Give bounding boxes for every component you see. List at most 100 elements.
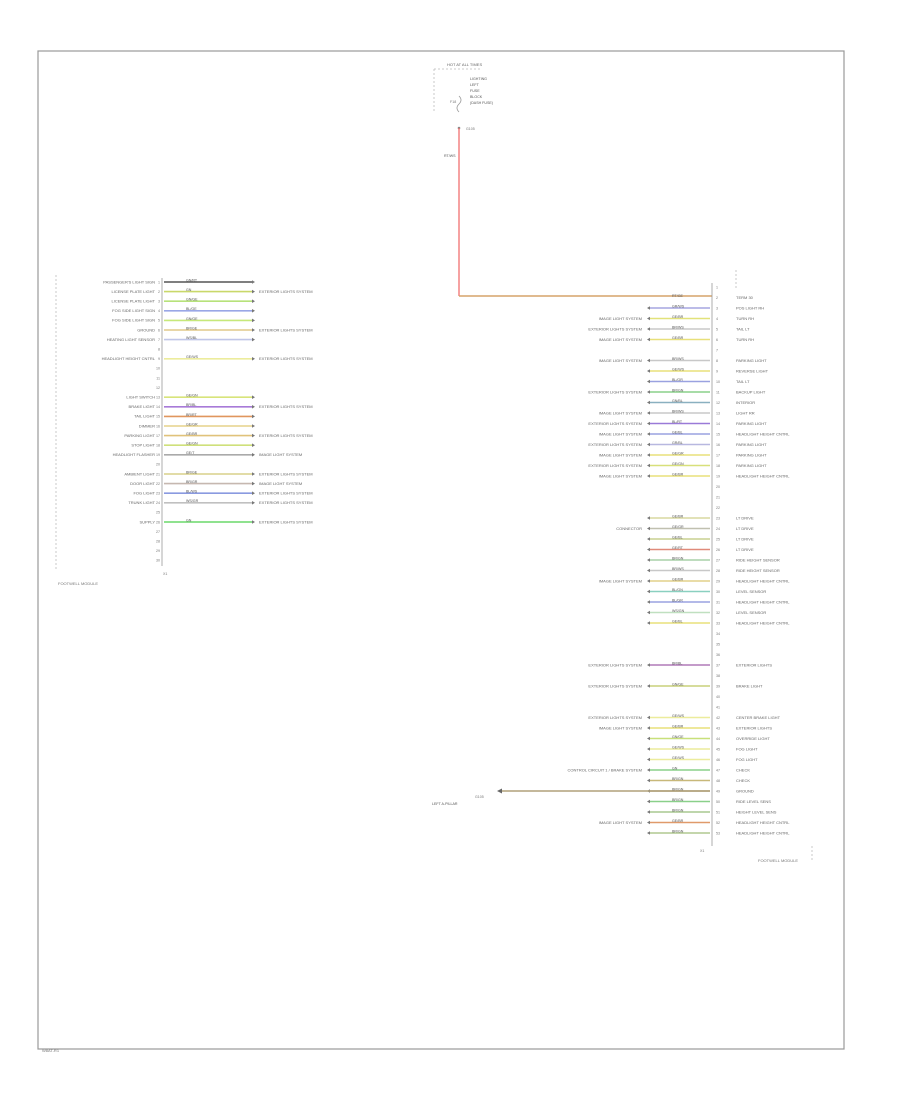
wire-color-label: GE/GR [672,451,684,455]
wire-color-label: BR/GE [186,326,198,330]
pin-number: 30 [716,590,720,594]
pin-function: HEADLIGHT FLASHER [113,452,155,457]
pin-function: TURN RH [736,337,754,342]
pin-number: 33 [716,621,720,625]
pin-number: 8 [158,348,160,352]
pin-function: BRAKE LIGHT [129,404,156,409]
wire-destination: EXTERIOR LIGHTS SYSTEM [259,404,313,409]
right-pin-row: 1 [716,285,718,289]
pin-number: 38 [716,674,720,678]
connector-arrow [647,453,650,457]
wire-source: IMAGE LIGHT SYSTEM [599,316,642,321]
wire-destination: EXTERIOR LIGHTS SYSTEM [259,289,313,294]
pin-number: 18 [156,444,160,448]
left-pin-row: 8 [158,348,160,352]
pin-number: 11 [156,376,160,380]
left-module-name: FOOTWELL MODULE [58,581,98,586]
pin-function: LEVEL SENSOR [736,589,766,594]
wire-source: EXTERIOR LIGHTS SYSTEM [588,421,642,426]
connector-arrow [647,327,650,331]
wire-color-label: BR/BL [186,403,196,407]
pin-number: 23 [156,492,160,496]
wire-color-label: GR/WS [672,304,685,308]
pin-function: CENTER BRAKE LIGHT [736,715,781,720]
wire-color-label: GE/BR [672,315,684,319]
pin-number: 3 [716,306,718,310]
pin-function: STOP LIGHT [131,443,155,448]
wire-destination: EXTERIOR LIGHTS SYSTEM [259,327,313,332]
pin-function: BRAKE LIGHT [736,683,763,688]
wire-color-label: GE/WS [186,355,199,359]
connector-arrow [252,424,255,428]
connector-arrow [252,472,255,476]
wire-color-label: GE/BR [672,819,684,823]
right-pin-row: 22 [716,506,720,510]
pin-function: LEVEL SENSOR [736,610,766,615]
pin-number: 29 [716,579,720,583]
pin-function: HEADLIGHT HEIGHT CNTRL [102,356,156,361]
wire-color-label: WS/GN [672,609,685,613]
wire-destination: IMAGE LIGHT SYSTEM [259,481,302,486]
wire-color-label: BR/GN [672,777,684,781]
connector-arrow [647,757,650,762]
pin-number: 17 [716,453,720,457]
wire-color-label: GE/WS [672,756,685,760]
connector-arrow [647,390,650,394]
pin-function: TAIL LT [736,326,750,331]
pin-function: TAIL LT [736,379,750,384]
pin-number: 28 [156,540,160,544]
pin-number: 46 [716,758,720,762]
connector-arrow [647,316,650,321]
connector-arrow [252,289,255,294]
pin-function: RIDE LEVEL SENS [736,799,771,804]
pin-number: 15 [156,415,160,419]
pin-function: HEADLIGHT HEIGHT CNTRL [736,830,790,835]
wire-color-label: BR/WS [672,357,684,361]
pin-number: 53 [716,831,720,835]
pin-function: PARKING LIGHT [124,433,155,438]
pin-number: 37 [716,663,720,667]
diagram-frame [37,50,845,1050]
connector-arrow [252,520,255,524]
connector-arrow [252,309,255,313]
wire-color-label: GN [672,766,678,770]
connector-arrow [647,799,650,804]
pin-number: 27 [156,530,160,534]
pin-function: LT DRIVE [736,526,754,531]
wire-color-label: BR/GN [672,556,684,560]
connector-arrow [647,547,650,552]
pin-number: 16 [716,443,720,447]
connector-arrow [252,357,255,361]
fuse-block-line-3: FUSE [470,89,480,93]
right-pin-row: 38 [716,674,720,678]
wire-color-label: BR/GN [672,787,684,791]
pin-function: HEIGHT LEVEL SENS [736,809,777,814]
pin-function: PARKING LIGHT [736,421,767,426]
wire-color-label: BR/WS [672,409,684,413]
pin-number: 26 [156,520,160,524]
pin-function: LICENSE PLATE LIGHT [112,299,156,304]
connector-arrow [647,715,650,720]
left-pin-row: 27 [156,530,160,534]
wire-color-label: GE/GR [672,525,684,529]
